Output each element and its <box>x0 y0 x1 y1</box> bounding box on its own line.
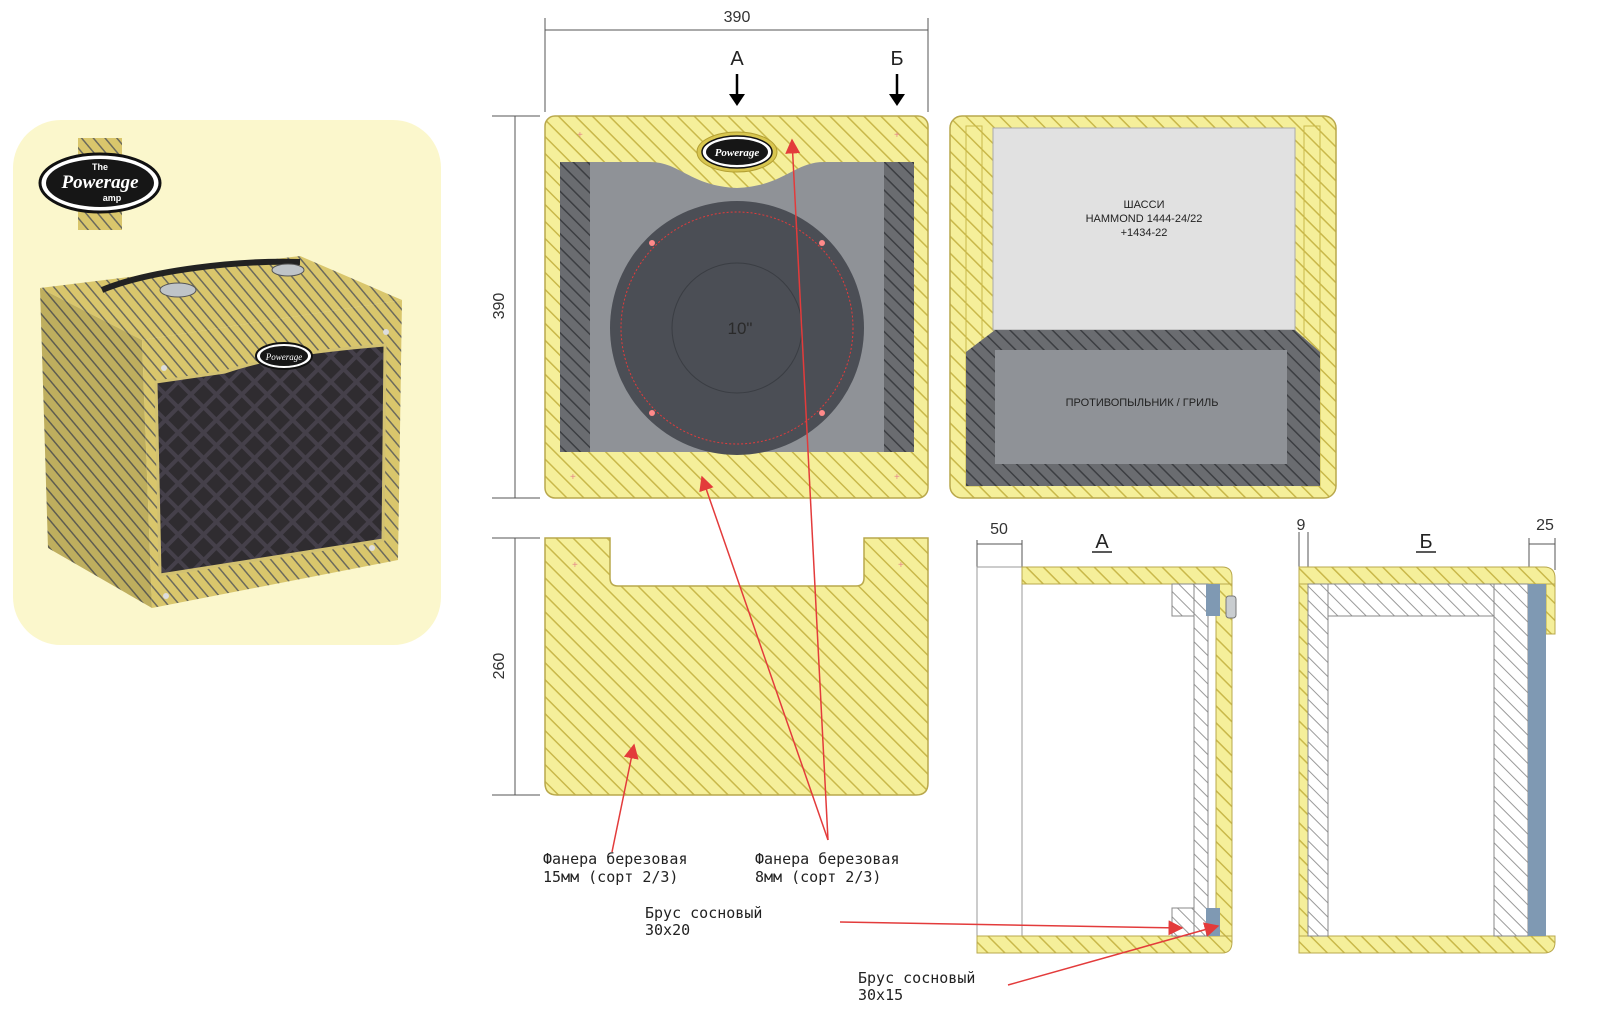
arrow-down-icon <box>889 94 905 106</box>
amp-cabinet-3d: Powerage <box>40 256 402 608</box>
svg-text:+: + <box>894 472 900 483</box>
section-a-label: А <box>730 48 744 70</box>
svg-text:+: + <box>894 130 900 141</box>
section-b-label: Б <box>890 48 903 70</box>
svg-text:+: + <box>572 560 578 571</box>
svg-text:+: + <box>577 130 583 141</box>
back-view: ШАССИ HAMMOND 1444-24/22 +1434-22 ПРОТИВ… <box>949 115 1337 499</box>
dim-b1-label: 9 <box>1297 517 1306 534</box>
chassis-area <box>992 127 1296 331</box>
section-b-view: 9 25 Б <box>1297 517 1556 954</box>
section-b-title: Б <box>1419 531 1432 553</box>
logo-text-the: The <box>92 162 108 172</box>
chassis-model: HAMMOND 1444-24/22 <box>1086 213 1203 225</box>
top-dimension: 390 <box>544 9 929 112</box>
cabinet-logo-text: Powerage <box>265 352 303 362</box>
section-a-title: А <box>1095 531 1109 553</box>
svg-text:+: + <box>570 472 576 483</box>
callout-beam-30x15-line2: 30х15 <box>858 986 903 1004</box>
dim-height-label: 390 <box>491 293 508 320</box>
arrow-down-icon <box>729 94 745 106</box>
logo-text-brand: Powerage <box>60 172 139 193</box>
callout-arrows <box>611 138 1220 986</box>
front-logo-text: Powerage <box>715 147 760 159</box>
section-marker-b: Б <box>889 48 905 106</box>
speaker-size-label: 10" <box>728 319 753 338</box>
logo-text-amp: amp <box>103 193 122 203</box>
speaker-cone <box>610 201 864 455</box>
grill-label: ПРОТИВОПЫЛЬНИК / ГРИЛЬ <box>1066 397 1219 409</box>
callout-plywood-8-line1: Фанера березовая <box>755 850 900 868</box>
callout-plywood-8-line2: 8мм (сорт 2/3) <box>755 868 881 886</box>
chassis-title: ШАССИ <box>1124 199 1165 211</box>
dim-depth-label: 50 <box>990 521 1008 538</box>
svg-text:+: + <box>898 560 904 571</box>
product-illustration: The Powerage amp Powerage <box>13 120 441 645</box>
front-view: 390 10" + + + + Powerage <box>491 115 929 499</box>
dim-top-height-label: 260 <box>491 653 508 680</box>
callout-beam-30x20-line1: Брус сосновый <box>645 904 762 922</box>
grill-area <box>995 350 1287 464</box>
section-a-view: 50 А <box>976 521 1237 954</box>
callout-labels: Фанера березовая 15мм (сорт 2/3) Фанера … <box>543 850 975 1004</box>
dim-b2-label: 25 <box>1536 517 1554 534</box>
chassis-extra: +1434-22 <box>1121 227 1168 239</box>
callout-beam-30x15-line1: Брус сосновый <box>858 969 975 987</box>
callout-plywood-15-line1: Фанера березовая <box>543 850 688 868</box>
logo-badge: The Powerage amp <box>38 138 162 230</box>
section-marker-a: А <box>729 48 745 106</box>
top-view: 260 + + <box>491 537 929 796</box>
callout-beam-30x20-line2: 30х20 <box>645 921 690 939</box>
callout-plywood-15-line2: 15мм (сорт 2/3) <box>543 868 678 886</box>
dim-width-label: 390 <box>724 9 751 26</box>
